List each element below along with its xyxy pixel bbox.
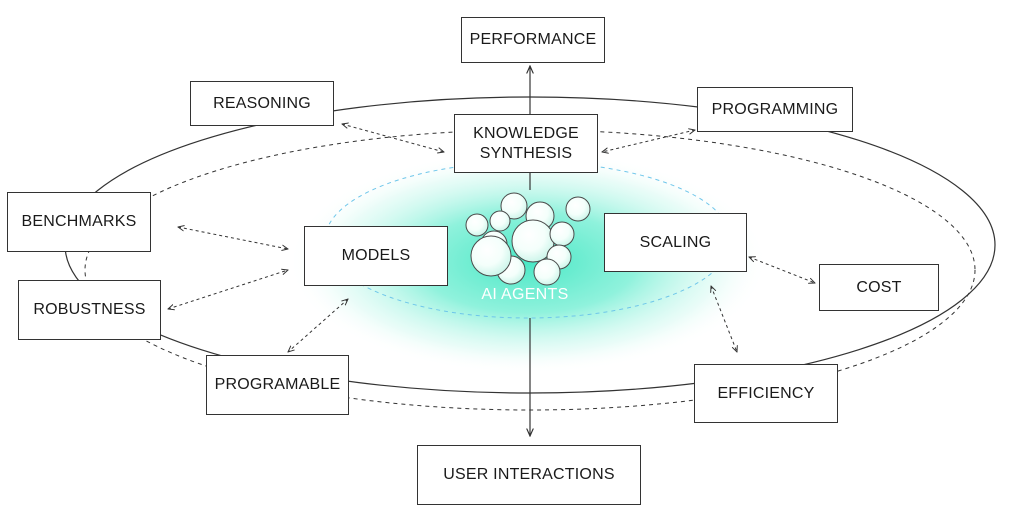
node-performance-label: PERFORMANCE bbox=[469, 31, 597, 48]
node-models: MODELS bbox=[304, 226, 448, 286]
agent-bubble bbox=[489, 210, 511, 232]
agent-bubble bbox=[500, 192, 528, 220]
node-cost-label: COST bbox=[856, 278, 902, 296]
connector-reasoning-knowledge bbox=[342, 124, 444, 152]
node-user-interactions: USER INTERACTIONS bbox=[417, 445, 641, 505]
node-benchmarks-label: BENCHMARKS bbox=[21, 213, 137, 230]
node-performance: PERFORMANCE bbox=[461, 17, 605, 63]
connector-benchmarks-models bbox=[178, 227, 288, 249]
connector-robustness-models bbox=[168, 270, 288, 309]
node-efficiency: EFFICIENCY bbox=[694, 364, 838, 423]
agent-bubble bbox=[533, 258, 561, 286]
agent-bubble bbox=[470, 235, 512, 277]
glow-cloud bbox=[288, 150, 768, 374]
node-programable: PROGRAMABLE bbox=[206, 355, 349, 415]
node-benchmarks: BENCHMARKS bbox=[7, 192, 151, 252]
node-models-label: MODELS bbox=[341, 247, 411, 264]
node-scaling-label: SCALING bbox=[639, 233, 712, 251]
node-user-interactions-label: USER INTERACTIONS bbox=[443, 466, 615, 483]
agent-bubble bbox=[565, 196, 591, 222]
node-reasoning: REASONING bbox=[190, 81, 334, 126]
node-knowledge-synthesis: KNOWLEDGE SYNTHESIS bbox=[454, 114, 598, 173]
agent-bubble bbox=[549, 221, 575, 247]
node-programming: PROGRAMMING bbox=[697, 87, 853, 132]
node-cost: COST bbox=[819, 264, 939, 311]
node-programming-label: PROGRAMMING bbox=[711, 100, 839, 118]
node-programable-label: PROGRAMABLE bbox=[214, 376, 341, 393]
connector-programming-knowledge bbox=[602, 130, 695, 152]
connector-models-programable bbox=[288, 299, 348, 352]
node-efficiency-label: EFFICIENCY bbox=[717, 384, 815, 402]
node-reasoning-label: REASONING bbox=[213, 94, 311, 112]
node-robustness: ROBUSTNESS bbox=[18, 280, 161, 340]
agent-bubble bbox=[465, 213, 489, 237]
node-robustness-label: ROBUSTNESS bbox=[33, 301, 146, 318]
node-knowledge-synthesis-label: KNOWLEDGE SYNTHESIS bbox=[473, 124, 579, 162]
ai-agents-label: AI AGENTS bbox=[481, 286, 569, 303]
node-scaling: SCALING bbox=[604, 213, 747, 272]
